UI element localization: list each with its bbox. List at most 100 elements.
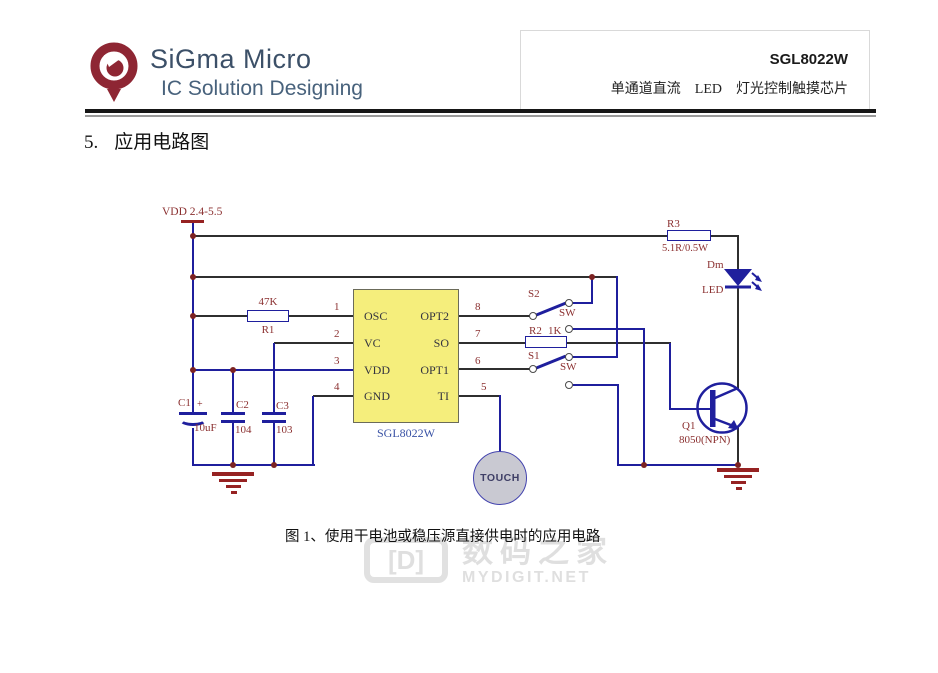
- wire: [617, 384, 619, 466]
- wire: [737, 288, 739, 389]
- ic-pin-label: VC: [364, 336, 381, 350]
- figure-caption: 图 1、使用干电池或稳压源直接供电时的应用电路: [285, 529, 601, 545]
- junction-dot: [190, 367, 196, 373]
- wire: [573, 384, 619, 386]
- wire: [499, 395, 501, 452]
- q1-value: 8050(NPN): [679, 434, 731, 446]
- wire: [573, 328, 644, 330]
- ground-icon: [731, 481, 746, 484]
- c2-name: C2: [236, 399, 249, 411]
- ic-pin-number: 6: [475, 355, 481, 367]
- wire: [312, 396, 314, 466]
- c2-plate: [221, 420, 245, 423]
- c1-name: C1: [178, 397, 191, 409]
- s1-terminal: [529, 365, 537, 373]
- part-subtitle: 单通道直流 LED 灯光控制触摸芯片: [610, 82, 848, 97]
- junction-dot: [271, 462, 277, 468]
- sigma-micro-logo-icon: [90, 42, 138, 102]
- junction-dot: [735, 462, 741, 468]
- s1-terminal: [565, 353, 573, 361]
- s2-terminal: [565, 299, 573, 307]
- junction-dot: [230, 462, 236, 468]
- r1-name: R1: [261, 324, 275, 336]
- wire: [669, 343, 671, 410]
- resistor-r3: [667, 230, 711, 241]
- c2-plate: [221, 412, 245, 415]
- header-divider: [520, 30, 870, 31]
- section-text: 应用电路图: [114, 132, 210, 153]
- junction-dot: [589, 274, 595, 280]
- touch-pad: TOUCH: [473, 451, 527, 505]
- r2-value: 1K: [548, 325, 562, 337]
- s2-alt-terminal: [565, 325, 573, 333]
- r3-name: R3: [667, 218, 680, 230]
- watermark-text: 数码之家 MYDIGIT.NET: [462, 534, 614, 587]
- watermark: [D] 数码之家 MYDIGIT.NET: [364, 534, 614, 587]
- ground-icon: [736, 487, 742, 490]
- wire: [273, 423, 275, 466]
- ic-pin-label: VDD: [364, 363, 390, 377]
- vdd-power-label: VDD 2.4-5.5: [162, 206, 223, 218]
- ic-pin-number: 1: [334, 301, 340, 313]
- wire: [232, 370, 234, 413]
- r3-value: 5.1R/0.5W: [662, 243, 709, 254]
- resistor-r1: [247, 310, 289, 322]
- ground-icon: [724, 475, 752, 478]
- ic-pin-label: SO: [433, 336, 449, 350]
- wire: [273, 343, 275, 413]
- ic-pin-number: 5: [481, 381, 487, 393]
- wire: [616, 276, 618, 358]
- watermark-url: MYDIGIT.NET: [462, 569, 591, 586]
- s1-type: SW: [560, 361, 577, 373]
- s1-alt-terminal: [565, 381, 573, 389]
- led-designator: Dm: [707, 259, 724, 271]
- led-icon: [724, 269, 762, 291]
- npn-transistor-icon: [694, 382, 748, 434]
- c3-plate: [262, 420, 286, 423]
- ground-icon: [212, 472, 254, 476]
- junction-dot: [641, 462, 647, 468]
- ic-pin-number: 3: [334, 355, 340, 367]
- wire: [459, 315, 531, 317]
- c3-value: 103: [276, 424, 293, 436]
- wire: [274, 342, 354, 344]
- header-rule: [85, 109, 876, 113]
- junction-dot: [190, 274, 196, 280]
- ic-pin-number: 8: [475, 301, 481, 313]
- wire: [737, 236, 739, 270]
- s2-terminal: [529, 312, 537, 320]
- s2-type: SW: [559, 307, 576, 319]
- ic-name: SGL8022W: [377, 426, 435, 440]
- junction-dot: [190, 233, 196, 239]
- section-title: 5.应用电路图: [84, 127, 209, 154]
- touch-label: TOUCH: [480, 472, 520, 484]
- wire: [192, 464, 315, 466]
- s1-name: S1: [528, 350, 540, 362]
- header-divider: [869, 30, 870, 110]
- wire: [591, 276, 593, 304]
- wire: [459, 368, 531, 370]
- brand-tagline: IC Solution Designing: [161, 77, 363, 100]
- brand-name: SiGma Micro: [150, 44, 312, 74]
- watermark-logo-icon: [D]: [364, 537, 448, 583]
- ground-icon: [231, 491, 237, 494]
- junction-dot: [230, 367, 236, 373]
- ground-icon: [219, 479, 247, 482]
- c1-value: 10uF: [194, 422, 217, 434]
- c2-value: 104: [235, 424, 252, 436]
- wire: [193, 235, 739, 237]
- watermark-title: 数码之家: [462, 534, 614, 569]
- wire: [573, 302, 592, 304]
- ic-pin-label: OSC: [364, 309, 388, 323]
- ic-pin-number: 2: [334, 328, 340, 340]
- c1-curved-plate: [179, 413, 207, 426]
- ic-pin-label: TI: [437, 389, 449, 403]
- wire: [669, 408, 697, 410]
- wire: [643, 328, 645, 466]
- header-rule-shadow: [85, 115, 876, 117]
- ic-pin-label: OPT1: [420, 363, 449, 377]
- ground-icon: [717, 468, 759, 472]
- resistor-r2: [525, 336, 567, 348]
- ic-pin-number: 4: [334, 381, 340, 393]
